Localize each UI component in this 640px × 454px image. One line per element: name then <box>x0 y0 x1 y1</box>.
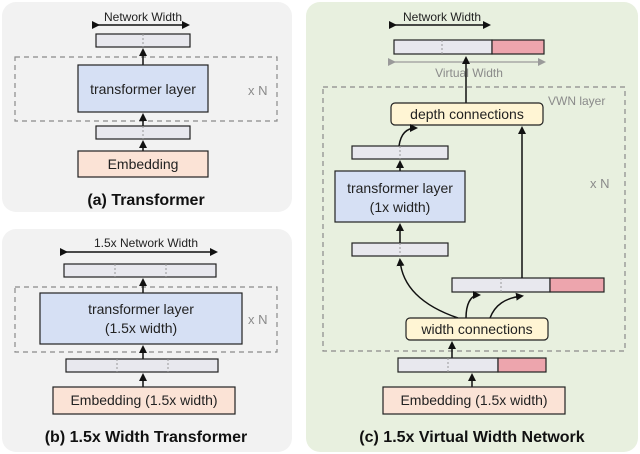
virtual-width-extension <box>549 277 605 293</box>
embedding-label: Embedding <box>108 156 179 172</box>
depth-connections-box <box>390 102 544 126</box>
embedding-box <box>52 386 236 415</box>
network-width-label: Network Width <box>403 10 481 24</box>
arrow-width-to-bypass-right <box>489 292 524 319</box>
virtual-width-extension <box>497 357 547 373</box>
virtual-width-output-tensor <box>393 39 545 55</box>
transformer-layer-label: transformer layer <box>88 301 194 317</box>
bypass-tensor <box>451 277 605 293</box>
layer-input-tensor <box>351 242 449 257</box>
arrow-width-to-layer-input <box>396 258 459 319</box>
transformer-layer-box <box>77 64 209 113</box>
width-connections-box <box>405 317 549 341</box>
repeat-label: x N <box>590 176 610 191</box>
network-width-label: 1.5x Network Width <box>94 236 198 250</box>
embedding-box <box>77 150 209 178</box>
width-connections-label: width connections <box>420 321 532 337</box>
embedding-label: Embedding (1.5x width) <box>400 392 547 408</box>
repeat-label: x N <box>248 83 268 98</box>
arrow-layer-output-to-depth <box>398 124 418 147</box>
embedding-label: Embedding (1.5x width) <box>70 392 217 408</box>
transformer-layer-label: transformer layer <box>90 81 196 97</box>
arrow-width-to-bypass <box>465 291 481 319</box>
panel-b-caption: (b) 1.5x Width Transformer <box>45 429 248 446</box>
repeat-label: x N <box>248 312 268 327</box>
vwn-layer-label: VWN layer <box>548 94 605 108</box>
transformer-layer-box <box>334 170 466 223</box>
virtual-width-extension <box>491 39 545 55</box>
output-tensor <box>95 33 191 48</box>
repeat-block-dashed <box>14 286 278 353</box>
virtual-width-label: Virtual Width <box>435 66 503 80</box>
panel-c-background <box>306 2 638 452</box>
panel-c: Network Width Virtual Width VWN layer x … <box>306 2 638 452</box>
transformer-layer-width-label: (1.5x width) <box>105 320 177 336</box>
transformer-layer-width-label: (1x width) <box>370 199 431 215</box>
embedding-box <box>382 386 566 415</box>
repeat-block-dashed <box>14 56 278 122</box>
hidden-tensor <box>95 125 191 140</box>
panel-c-caption: (c) 1.5x Virtual Width Network <box>359 429 584 446</box>
depth-connections-label: depth connections <box>410 106 524 122</box>
panel-b: 1.5x Network Width x N transformer layer… <box>2 229 292 452</box>
embedding-output-tensor <box>397 357 547 373</box>
panel-a-caption: (a) Transformer <box>87 192 204 209</box>
output-tensor <box>63 263 217 278</box>
transformer-layer-label: transformer layer <box>347 180 453 196</box>
vwn-layer-dashed <box>322 86 626 352</box>
network-width-label: Network Width <box>104 10 182 24</box>
layer-output-tensor <box>351 145 449 160</box>
transformer-layer-box <box>39 292 243 345</box>
hidden-tensor <box>65 358 219 373</box>
panel-a: Network Width x N transformer layer Embe… <box>2 2 292 212</box>
